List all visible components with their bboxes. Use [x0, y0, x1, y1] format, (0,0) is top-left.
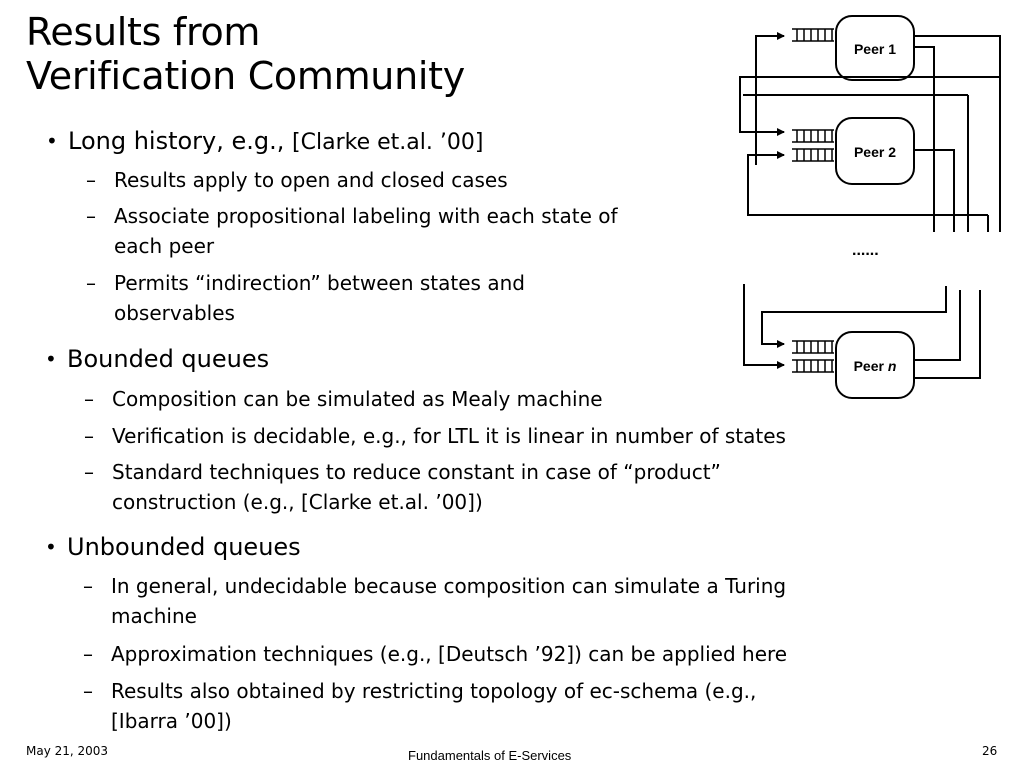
channel-line	[914, 149, 955, 232]
sub-bullet-text: Associate propositional labeling with ea…	[114, 204, 618, 228]
peer-n-label-italic: n	[888, 358, 897, 374]
peer-2-label: Peer 2	[854, 144, 896, 160]
bullet-dot: •	[46, 129, 58, 153]
footer-date: May 21, 2003	[26, 744, 109, 758]
sub-bullet-dash: –	[84, 460, 94, 484]
sub-bullet: – Verification is decidable, e.g., for L…	[84, 421, 786, 451]
sub-bullet: – Associate propositional labeling with …	[86, 201, 618, 261]
sub-bullet-text: Standard techniques to reduce constant i…	[112, 460, 721, 484]
bullet-dot: •	[45, 535, 57, 559]
sub-bullet-text: Composition can be simulated as Mealy ma…	[112, 387, 603, 411]
sub-bullet-dash: –	[83, 679, 93, 703]
channel-line	[914, 290, 961, 361]
channel-line	[914, 290, 981, 379]
sub-bullet-text: observables	[114, 301, 235, 325]
sub-bullet: – Approximation techniques (e.g., [Deuts…	[83, 639, 788, 669]
slide-title-line-1: Results from	[26, 10, 261, 54]
bullet-dot: •	[45, 347, 57, 371]
queue-icon	[792, 148, 834, 162]
channel-line	[914, 35, 1001, 232]
sub-bullet: – Standard techniques to reduce constant…	[84, 457, 721, 517]
sub-bullet-text: [Ibarra ’00])	[111, 709, 232, 733]
channel-line	[755, 32, 785, 165]
queue-icon	[792, 28, 834, 42]
sub-bullet-dash: –	[86, 271, 96, 295]
sub-bullet-text: construction (e.g., [Clarke et.al. ’00])	[112, 490, 483, 514]
peer-ellipsis: ......	[852, 242, 879, 259]
peer-n-label-prefix: Peer	[854, 358, 888, 374]
bullet-long-history: • Long history, e.g., [Clarke et.al. ’00…	[46, 126, 484, 158]
page-number: 26	[982, 744, 998, 758]
peer-composition-diagram: Peer 1 Peer 2 Peer n ......	[739, 15, 1001, 399]
slide-body: • Long history, e.g., [Clarke et.al. ’00…	[45, 126, 788, 736]
sub-bullet-dash: –	[86, 204, 96, 228]
channel-line	[743, 284, 785, 369]
footer-title: Fundamentals of E-Services	[408, 748, 572, 763]
sub-bullet: – In general, undecidable because compos…	[83, 571, 787, 631]
sub-bullet-text: Verification is decidable, e.g., for LTL…	[112, 424, 786, 448]
queue-icon	[792, 129, 834, 143]
queue-icon	[792, 359, 834, 373]
bullet-text: Bounded queues	[67, 345, 270, 373]
sub-bullet-dash: –	[86, 168, 96, 192]
channel-line	[914, 46, 935, 232]
sub-bullet-dash: –	[84, 387, 94, 411]
sub-bullet: – Results also obtained by restricting t…	[83, 676, 757, 736]
queue-icon	[792, 340, 834, 354]
slide-title: Results from Verification Community	[26, 10, 465, 98]
sub-bullet-text: In general, undecidable because composit…	[111, 574, 787, 598]
bullet-unbounded-queues: • Unbounded queues	[45, 532, 301, 562]
bullet-citation: [Clarke et.al. ’00]	[292, 130, 484, 155]
slide-title-line-2: Verification Community	[26, 54, 465, 98]
sub-bullet-text: Approximation techniques (e.g., [Deutsch…	[111, 642, 788, 666]
sub-bullet-text: Permits “indirection” between states and	[114, 271, 525, 295]
bullet-text: Unbounded queues	[67, 533, 301, 561]
sub-bullet: – Results apply to open and closed cases	[86, 165, 508, 195]
sub-bullet: – Permits “indirection” between states a…	[86, 268, 525, 328]
sub-bullet-text: Results apply to open and closed cases	[114, 168, 508, 192]
peer-1-label: Peer 1	[854, 41, 896, 57]
sub-bullet-text: Results also obtained by restricting top…	[111, 679, 757, 703]
sub-bullet-dash: –	[84, 424, 94, 448]
sub-bullet-dash: –	[83, 574, 93, 598]
sub-bullet-text: each peer	[114, 234, 215, 258]
channel-line	[739, 76, 1000, 136]
bullet-text: Long history, e.g.,	[68, 127, 293, 155]
sub-bullet: – Composition can be simulated as Mealy …	[84, 384, 603, 414]
channel-line	[761, 286, 947, 348]
bullet-bounded-queues: • Bounded queues	[45, 344, 270, 374]
peer-n-label: Peer n	[854, 358, 897, 374]
peer-n-box	[835, 331, 915, 399]
sub-bullet-text: machine	[111, 604, 197, 628]
sub-bullet-dash: –	[83, 642, 93, 666]
channel-line	[747, 151, 988, 216]
